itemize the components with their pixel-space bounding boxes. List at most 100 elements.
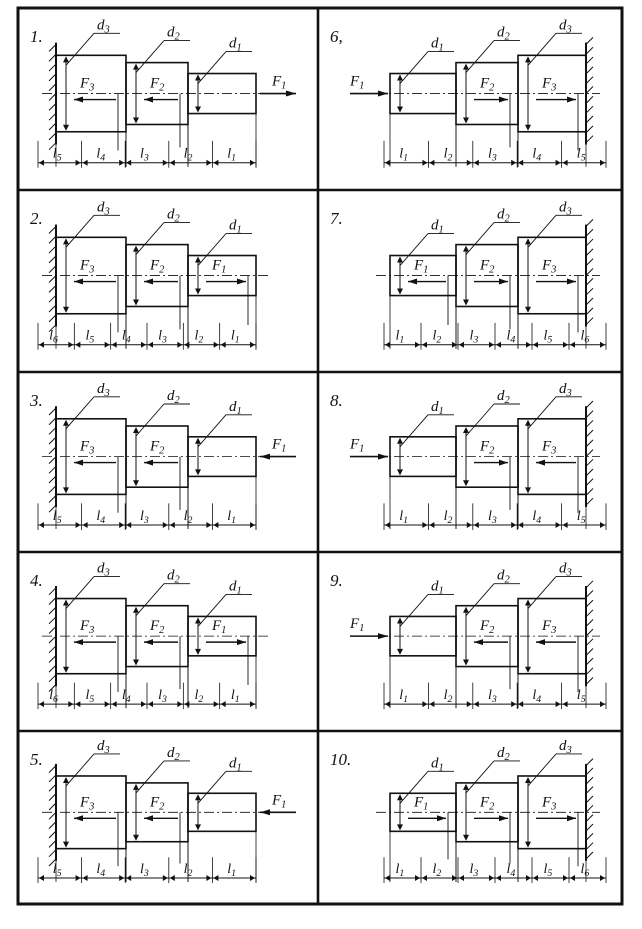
diameter-label: d2 xyxy=(167,207,181,225)
force-label: F2 xyxy=(479,76,495,94)
length-label-text: l4 xyxy=(507,329,516,346)
diameter-label: d3 xyxy=(559,381,572,399)
diameter-arrow xyxy=(63,776,69,783)
force-arrow xyxy=(567,96,576,103)
dimension-arrow xyxy=(533,341,538,348)
force-arrow xyxy=(474,639,483,646)
length-label-text: l5 xyxy=(577,688,586,705)
force-label: F2 xyxy=(479,794,495,812)
dimension-arrow xyxy=(466,159,472,166)
length-label-text: l5 xyxy=(53,147,62,164)
length-label: l1 xyxy=(227,862,236,879)
dimension-arrow xyxy=(39,522,44,528)
force-label-text: F2 xyxy=(149,439,165,457)
length-label: l1 xyxy=(396,862,405,879)
diameter-label-text: d2 xyxy=(167,207,181,225)
dimension-arrow xyxy=(177,341,183,348)
dimension-arrow xyxy=(429,522,435,528)
dimension-arrow xyxy=(119,159,125,166)
diameter-label-text: d3 xyxy=(97,17,110,35)
dimension-arrow xyxy=(169,522,175,528)
dimension-arrow xyxy=(452,341,457,348)
force-arrow xyxy=(567,815,576,822)
length-label: l1 xyxy=(396,329,405,346)
force-label: F1 xyxy=(211,258,226,276)
wall-hatch xyxy=(48,245,57,254)
wall-hatch xyxy=(585,776,594,785)
length-label: l5 xyxy=(577,147,586,164)
length-label-text: l2 xyxy=(195,688,204,705)
length-label: l4 xyxy=(532,688,541,705)
leader-line xyxy=(197,414,227,448)
diameter-label: d3 xyxy=(97,381,110,399)
leader-line xyxy=(465,222,495,255)
diameter-label: d2 xyxy=(167,388,181,406)
length-label-text: l2 xyxy=(184,862,193,879)
shaft-section xyxy=(187,435,257,478)
diameter-label-text: d1 xyxy=(431,36,444,54)
dimension-arrow xyxy=(422,341,427,348)
length-label-text: l6 xyxy=(581,862,590,879)
dimension-arrow xyxy=(518,701,524,708)
length-label-text: l5 xyxy=(53,509,62,526)
wall-hatch xyxy=(48,504,57,513)
dimension-arrow xyxy=(526,875,531,882)
wall-hatch xyxy=(585,86,594,94)
wall-hatch xyxy=(585,767,594,776)
diameter-label-text: d1 xyxy=(431,399,444,417)
length-label-text: l5 xyxy=(544,329,553,346)
length-label-text: l1 xyxy=(231,688,240,705)
length-label-text: l4 xyxy=(96,509,105,526)
wall-hatch xyxy=(48,830,57,839)
dimension-arrow xyxy=(250,875,255,882)
diameter-arrow xyxy=(133,299,139,306)
length-label: l2 xyxy=(195,688,204,705)
dimension-arrow xyxy=(148,341,153,348)
leader-line xyxy=(527,33,557,66)
diameter-arrow xyxy=(397,824,403,831)
diameter-arrow xyxy=(397,256,403,263)
wall-hatch xyxy=(585,488,594,496)
length-label: l4 xyxy=(532,147,541,164)
length-label: l5 xyxy=(53,147,62,164)
force-label: F3 xyxy=(541,794,556,812)
variant-number: 6, xyxy=(330,27,343,46)
wall-hatch xyxy=(48,783,57,792)
diameter-arrow xyxy=(195,469,201,476)
leader-line xyxy=(197,233,227,266)
diameter-label: d3 xyxy=(559,738,572,756)
wall-hatch xyxy=(48,265,57,274)
diameter-label-text: d1 xyxy=(431,578,444,596)
dimension-arrow xyxy=(570,341,575,348)
wall-hatch xyxy=(48,495,57,503)
length-label-text: l4 xyxy=(532,147,541,164)
diameter-label: d3 xyxy=(97,17,110,35)
length-label: l3 xyxy=(488,688,497,705)
leader-line xyxy=(465,40,495,73)
length-label-text: l3 xyxy=(488,509,497,526)
force-label: F3 xyxy=(541,618,556,636)
diameter-label: d1 xyxy=(431,218,444,236)
sheet-frame xyxy=(16,6,624,906)
force-arrow xyxy=(74,639,83,646)
dimension-arrow xyxy=(141,341,146,348)
diameter-arrow xyxy=(133,427,139,433)
force-label-text: F3 xyxy=(541,794,556,812)
length-label: l2 xyxy=(433,329,442,346)
dimension-arrow xyxy=(518,159,524,166)
wall-hatch xyxy=(48,142,57,151)
end-force-label-text: F1 xyxy=(349,616,364,634)
diameter-label-text: d2 xyxy=(497,388,511,406)
length-label: l6 xyxy=(49,688,58,705)
length-label-text: l3 xyxy=(158,329,167,346)
force-label: F3 xyxy=(541,439,556,457)
force-label: F3 xyxy=(79,258,94,276)
diameter-label: d2 xyxy=(497,207,511,225)
length-label: l6 xyxy=(581,862,590,879)
diameter-label-text: d3 xyxy=(559,561,572,579)
wall-hatch xyxy=(48,63,57,72)
force-arrow xyxy=(144,639,153,646)
dimension-arrow xyxy=(385,522,390,528)
wall-hatch xyxy=(48,465,57,474)
